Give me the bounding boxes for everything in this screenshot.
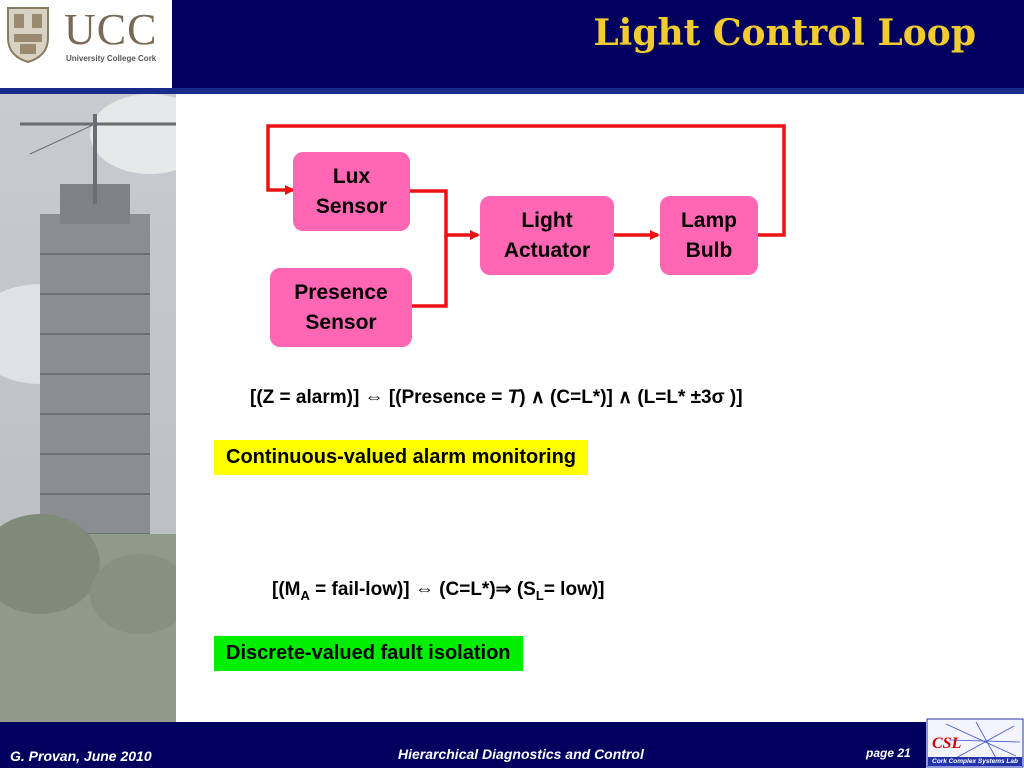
lux-sensor-line2: Sensor [315, 194, 388, 218]
alarm-formula: [(Z = alarm)] ⇔ [(Presence = T) ∧ (C=L*)… [250, 386, 743, 409]
lab-logo: CSL Cork Complex Systems Lab [926, 718, 1024, 768]
continuous-label: Continuous-valued alarm monitoring [214, 440, 589, 475]
logo-subtitle: University College Cork [66, 54, 157, 63]
logo-text: UCC [64, 5, 158, 54]
footer-bar [0, 722, 1024, 768]
fault-formula-part3: = low)] [543, 579, 605, 600]
lab-logo-text: Cork Complex Systems Lab [928, 757, 1022, 766]
fault-formula-sub2: L [535, 587, 544, 603]
alarm-formula-part2: ) ∧ (C=L*)] ∧ (L=L* ±3σ )] [519, 387, 743, 408]
header-rule [0, 88, 1024, 94]
lamp-bulb-line1: Lamp [680, 208, 737, 232]
fault-formula-part2: = fail-low)] ⇔ (C=L*)⇒ (S [309, 579, 536, 600]
discrete-label: Discrete-valued fault isolation [214, 636, 523, 671]
light-actuator-line2: Actuator [503, 238, 591, 262]
ucc-logo: UCC University College Cork [0, 0, 172, 88]
alarm-formula-italic: T [507, 387, 520, 408]
page-number: page 21 [866, 746, 911, 760]
page-title: Light Control Loop [593, 12, 976, 54]
presence-sensor-line2: Sensor [305, 310, 377, 334]
presence-sensor-line1: Presence [294, 280, 388, 304]
lux-sensor-line1: Lux [332, 164, 371, 188]
fault-formula-part1: [(M [272, 579, 301, 600]
light-actuator-line1: Light [521, 208, 573, 232]
arrow-presence-to-actuator [412, 235, 448, 308]
crest-icon [7, 7, 49, 64]
fault-formula-sub1: A [300, 587, 310, 603]
footer-author: G. Provan, June 2010 [10, 748, 152, 764]
arrow-lux-to-actuator [410, 189, 480, 240]
building-image [0, 94, 176, 722]
fault-formula: [(MA = fail-low)] ⇔ (C=L*)⇒ (SL= low)] [272, 578, 605, 603]
alarm-formula-part1: [(Z = alarm)] ⇔ [(Presence = [250, 387, 508, 408]
footer-title: Hierarchical Diagnostics and Control [398, 746, 644, 762]
lamp-bulb-line2: Bulb [685, 238, 733, 262]
svg-text:CSL: CSL [932, 735, 962, 752]
